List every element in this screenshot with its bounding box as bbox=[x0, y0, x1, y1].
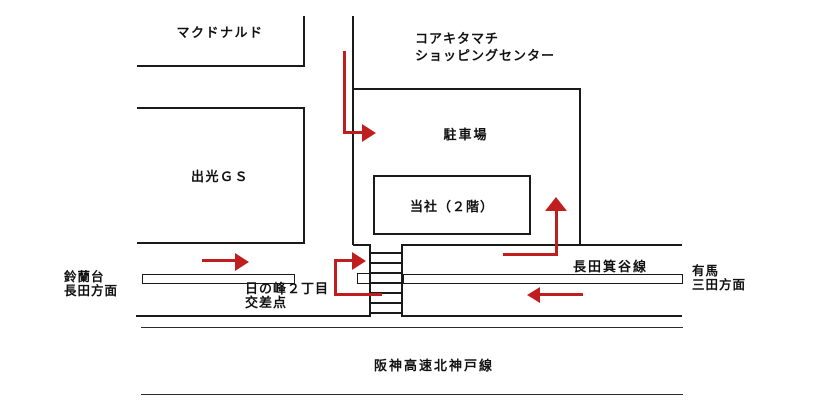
expressway-top-edge bbox=[141, 327, 683, 328]
route-arrow-entry-head-icon bbox=[545, 197, 567, 211]
route-arrow-turn-vertical-shaft bbox=[334, 259, 337, 296]
intersection-name-label: 日の峰２丁目 交差点 bbox=[245, 282, 330, 311]
vertical-road-right-edge bbox=[352, 16, 354, 245]
expressway-bottom-edge bbox=[141, 394, 683, 395]
main-road-name-label: 長田箕谷線 bbox=[573, 260, 649, 275]
route-arrow-entry-horizontal bbox=[503, 253, 558, 256]
route-arrow-north-horizontal bbox=[343, 131, 364, 134]
parking-lot-block: 駐車場 bbox=[353, 88, 581, 245]
direction-west-label: 鈴蘭台 長田方面 bbox=[64, 269, 119, 298]
route-arrow-entry-vertical bbox=[555, 210, 558, 256]
route-arrow-north-vertical bbox=[343, 51, 346, 134]
route-arrow-turn-upper-shaft bbox=[334, 259, 353, 262]
shopping-center-label: コアキタマチ ショッピングセンター bbox=[415, 32, 556, 64]
median-strip-east bbox=[403, 274, 683, 284]
route-arrow-westbound-head-icon bbox=[235, 253, 249, 271]
route-arrow-turn-head-icon bbox=[352, 252, 366, 270]
main-road-top-edge bbox=[353, 244, 682, 246]
route-arrow-westbound-shaft bbox=[202, 259, 236, 262]
gas-station-label: 出光ＧＳ bbox=[190, 170, 249, 185]
mcdonalds-label: マクドナルド bbox=[176, 26, 264, 41]
route-arrow-eastlane-shaft bbox=[540, 293, 583, 296]
route-arrow-north-head-icon bbox=[362, 124, 376, 142]
mcdonalds-block: マクドナルド bbox=[137, 16, 305, 67]
median-strip-west bbox=[142, 274, 295, 284]
company-label: 当社（２階） bbox=[409, 199, 494, 215]
direction-east-label: 有馬 三田方面 bbox=[692, 263, 747, 292]
expressway-name-label: 阪神高速北神戸線 bbox=[374, 359, 495, 374]
crosswalk-ladder bbox=[369, 244, 403, 317]
route-arrow-turn-lower-shaft bbox=[334, 293, 382, 296]
company-building-block: 当社（２階） bbox=[373, 175, 531, 235]
route-arrow-eastlane-head-icon bbox=[527, 287, 540, 303]
gas-station-block: 出光ＧＳ bbox=[137, 107, 305, 244]
parking-label: 駐車場 bbox=[443, 128, 489, 143]
main-road-bottom-edge bbox=[136, 315, 682, 317]
